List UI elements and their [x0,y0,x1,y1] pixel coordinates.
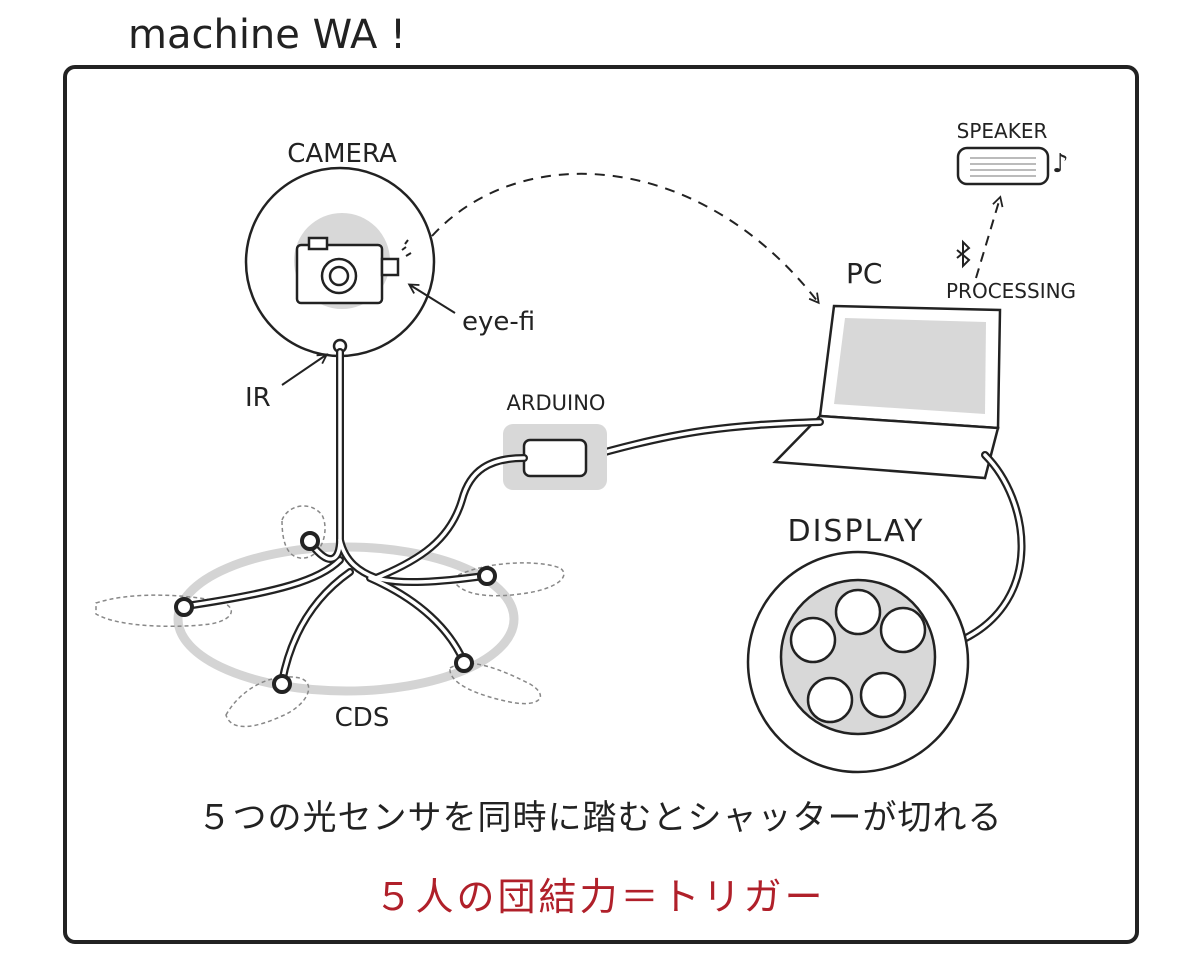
camera-unit [244,166,436,358]
cables [580,418,1026,644]
display-icon [746,550,970,774]
display-label: DISPLAY [787,514,924,549]
arduino-label: ARDUINO [507,391,606,415]
footprint-icon [95,505,565,728]
camera-icon [295,236,412,305]
audio-link [975,195,1004,279]
ir-label: IR [245,383,271,413]
caption: ５つの光センサを同時に踏むとシャッターが切れる [197,798,1003,838]
light-sensor-icon [174,531,497,694]
diagram-frame [63,65,1139,944]
arduino-board-icon [503,424,607,490]
tagline: ５人の団結力＝トリガー [374,875,826,919]
pc-label: PC [846,257,882,290]
music-note-icon: ♪ [1052,149,1069,179]
eyefi-label: eye-fi [462,307,535,337]
camera-label: CAMERA [287,139,397,169]
sensor-cables [182,348,528,686]
cds-label: CDS [335,703,390,733]
laptop-icon [772,304,1002,480]
speaker-label: SPEAKER [957,119,1048,143]
speaker-icon [956,146,1050,186]
page-title: machine WA ! [128,12,407,58]
wireless-link [431,172,820,305]
processing-label: PROCESSING [946,279,1076,303]
bluetooth-icon [956,239,971,269]
